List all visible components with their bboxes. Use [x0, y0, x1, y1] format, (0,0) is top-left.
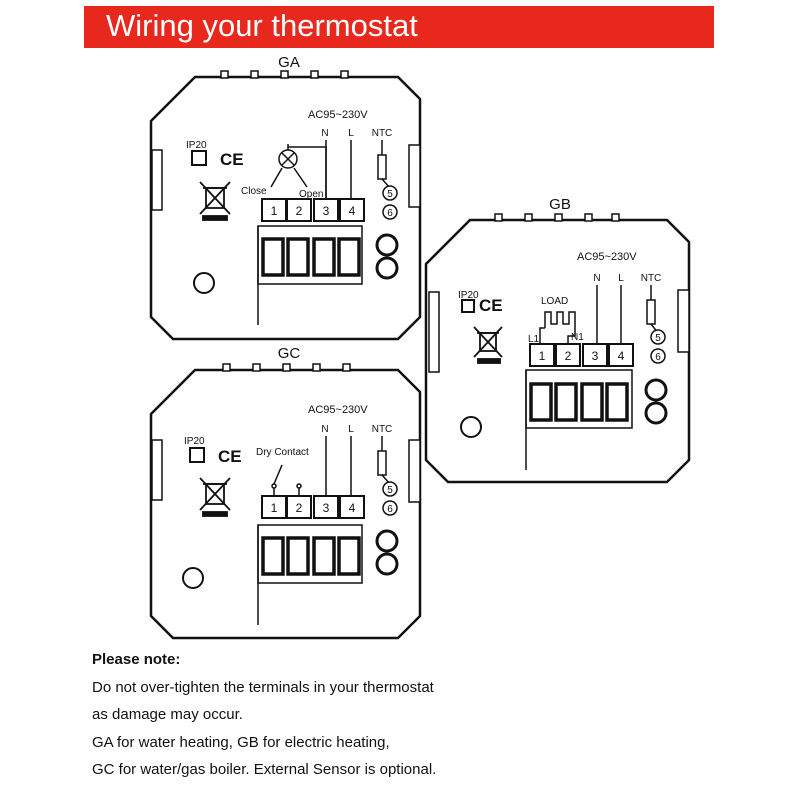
ce-mark: CE	[479, 296, 503, 315]
top-clips	[220, 70, 349, 79]
terminal-3: 3	[323, 501, 330, 515]
left-mount-tab	[428, 291, 440, 373]
sensor-terminals: 5 6	[382, 481, 398, 516]
page-title: Wiring your thermostat	[106, 8, 418, 43]
weee-bin-icon	[199, 477, 231, 517]
note-line: Do not over-tighten the terminals in you…	[92, 678, 434, 696]
terminal-4: 4	[618, 349, 625, 363]
terminal-3: 3	[592, 349, 599, 363]
terminal-4: 4	[349, 501, 356, 515]
neutral-label: N	[593, 273, 600, 284]
terminal-block: 1 2 3 4	[261, 495, 365, 519]
dry-contact-label: Dry Contact	[256, 447, 309, 458]
top-clips	[494, 213, 620, 222]
load-label: LOAD	[541, 296, 568, 307]
ip20-square-icon	[191, 150, 207, 166]
ip-rating: IP20	[458, 290, 479, 301]
ip-rating: IP20	[184, 436, 205, 447]
left-mount-tab	[151, 439, 163, 501]
unit-gb-label: GB	[549, 196, 571, 213]
terminal-1: 1	[271, 204, 278, 218]
terminal-2: 2	[296, 204, 303, 218]
right-mount-tab	[677, 289, 690, 353]
l1-label: L1	[528, 334, 540, 345]
note-line: GC for water/gas boiler. External Sensor…	[92, 761, 437, 778]
ce-mark: CE	[220, 150, 244, 169]
ce-mark: CE	[218, 447, 242, 466]
neutral-label: N	[321, 424, 328, 435]
unit-ga-label: GA	[278, 54, 300, 71]
dry-contact-icon	[271, 464, 302, 496]
note-line: as damage may occur.	[92, 706, 243, 723]
terminal-6: 6	[655, 352, 661, 363]
top-clips	[222, 363, 351, 372]
terminal-1: 1	[271, 501, 278, 515]
sensor-label: NTC	[641, 273, 662, 284]
terminal-5: 5	[387, 189, 393, 200]
n1-label: N1	[571, 332, 584, 343]
live-label: L	[348, 424, 354, 435]
valve-open-label: Open	[299, 189, 323, 200]
terminal-5: 5	[655, 333, 661, 344]
wires	[596, 285, 659, 344]
live-label: L	[618, 273, 624, 284]
terminal-5: 5	[387, 485, 393, 496]
terminal-block: 1 2 3 4	[261, 198, 365, 222]
notes-section: Please note: Do not over-tighten the ter…	[92, 646, 732, 784]
voltage-label: AC95~230V	[577, 251, 637, 263]
unit-gc-label: GC	[278, 345, 301, 362]
right-mount-tab	[408, 144, 421, 208]
terminal-3: 3	[323, 204, 330, 218]
unit-gb: GB IP20 CE AC95~230V N L NTC LOAD L1 N1	[424, 196, 691, 484]
mounting-hole	[460, 416, 482, 438]
unit-gc: GC IP20 CE AC95~230V N L NTC Dry Contact	[149, 345, 422, 640]
right-mount-tab	[408, 439, 421, 503]
terminal-4: 4	[349, 204, 356, 218]
sensor-terminals: 5 6	[382, 185, 398, 220]
left-mount-tab	[151, 149, 163, 211]
sensor-label: NTC	[372, 424, 393, 435]
weee-bin-icon	[199, 181, 231, 221]
valve-close-label: Close	[241, 186, 267, 197]
weee-bin-icon	[473, 326, 503, 364]
wiring-diagram: GA IP20 CE AC95~230V N L NTC Close Open	[149, 54, 691, 640]
wires	[325, 140, 391, 199]
voltage-label: AC95~230V	[308, 404, 368, 416]
terminal-2: 2	[296, 501, 303, 515]
voltage-label: AC95~230V	[308, 109, 368, 121]
ip20-square-icon	[461, 299, 475, 313]
connector-housing	[257, 225, 399, 325]
sensor-terminals: 5 6	[650, 329, 666, 364]
terminal-6: 6	[387, 208, 393, 219]
ip-rating: IP20	[186, 140, 207, 151]
live-label: L	[348, 128, 354, 139]
load-heater-icon	[539, 311, 576, 344]
connector-housing	[525, 369, 668, 470]
neutral-label: N	[321, 128, 328, 139]
terminal-2: 2	[565, 349, 572, 363]
note-line: GA for water heating, GB for electric he…	[92, 733, 390, 751]
notes-heading: Please note:	[92, 651, 181, 668]
terminal-6: 6	[387, 504, 393, 515]
terminal-1: 1	[539, 349, 546, 363]
connector-housing	[257, 524, 399, 625]
mounting-hole	[193, 272, 215, 294]
sensor-label: NTC	[372, 128, 393, 139]
unit-ga: GA IP20 CE AC95~230V N L NTC Close Open	[149, 54, 422, 341]
mounting-hole	[182, 567, 204, 589]
ip20-square-icon	[189, 447, 205, 463]
terminal-block: 1 2 3 4	[529, 343, 634, 367]
title-banner: Wiring your thermostat	[84, 6, 714, 48]
